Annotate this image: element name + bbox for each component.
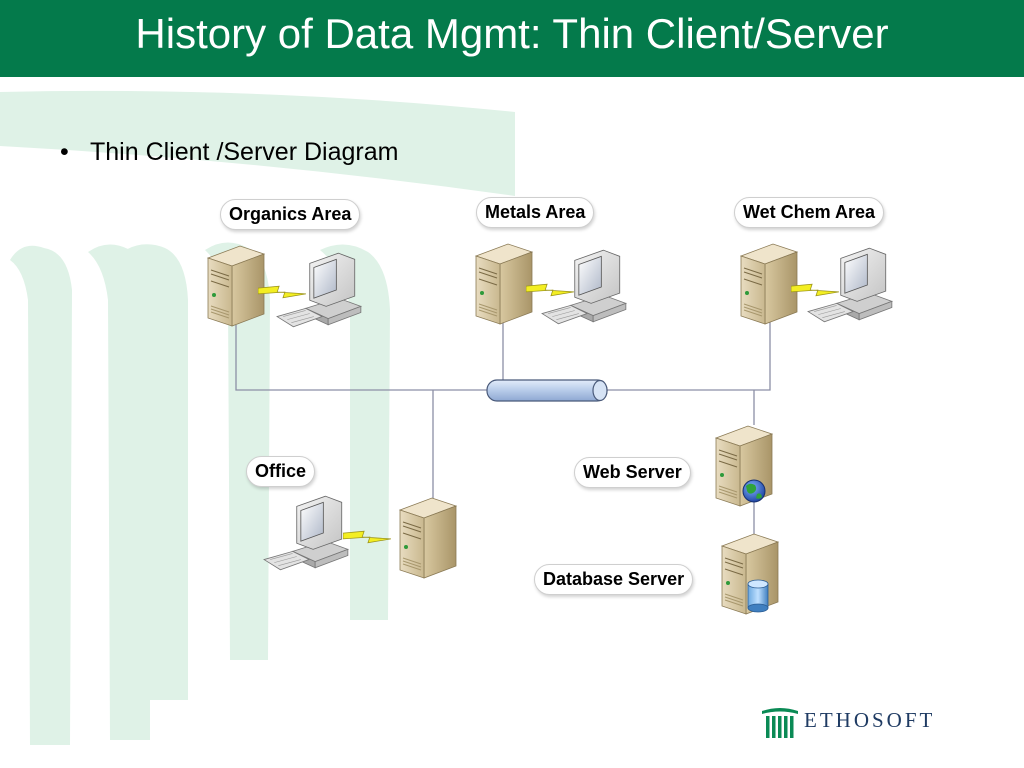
bullet-dot: • bbox=[60, 138, 69, 166]
label-web-server: Web Server bbox=[574, 457, 691, 488]
label-wet-chem-area: Wet Chem Area bbox=[734, 197, 885, 228]
label-database-server: Database Server bbox=[534, 564, 694, 595]
slide-title: History of Data Mgmt: Thin Client/Server bbox=[135, 10, 889, 57]
column-logo-icon bbox=[762, 708, 798, 738]
organics-link-icon bbox=[258, 285, 306, 299]
database-server-group bbox=[721, 533, 779, 615]
office-server-icon bbox=[399, 497, 457, 579]
network-backbone bbox=[486, 379, 608, 402]
label-organics-area: Organics Area bbox=[220, 199, 361, 230]
label-metals-area: Metals Area bbox=[476, 197, 595, 228]
database-cylinder-icon bbox=[747, 579, 769, 613]
wetchem-area-group bbox=[740, 243, 893, 325]
globe-icon bbox=[742, 479, 766, 503]
metals-area-group bbox=[475, 243, 627, 325]
organics-server-icon bbox=[207, 245, 265, 327]
logo-text: ETHOSOFT bbox=[804, 708, 936, 732]
office-link-icon bbox=[343, 530, 391, 544]
metals-workstation-icon bbox=[541, 249, 627, 325]
office-group bbox=[263, 495, 457, 579]
title-bar: History of Data Mgmt: Thin Client/Server bbox=[0, 0, 1024, 77]
bullet-item: • Thin Client /Server Diagram bbox=[60, 138, 398, 167]
web-server-group bbox=[715, 425, 773, 507]
ethosoft-logo: ETHOSOFT bbox=[760, 702, 950, 742]
wetchem-workstation-icon bbox=[807, 247, 893, 323]
wetchem-link-icon bbox=[791, 283, 839, 297]
organics-area-group bbox=[207, 245, 362, 328]
organics-workstation-icon bbox=[276, 252, 362, 328]
wetchem-server-icon bbox=[740, 243, 798, 325]
metals-link-icon bbox=[526, 283, 574, 297]
office-workstation-icon bbox=[263, 495, 349, 571]
title-rule bbox=[0, 77, 1024, 79]
bullet-text: Thin Client /Server Diagram bbox=[90, 138, 399, 166]
label-office: Office bbox=[246, 456, 316, 487]
metals-server-icon bbox=[475, 243, 533, 325]
